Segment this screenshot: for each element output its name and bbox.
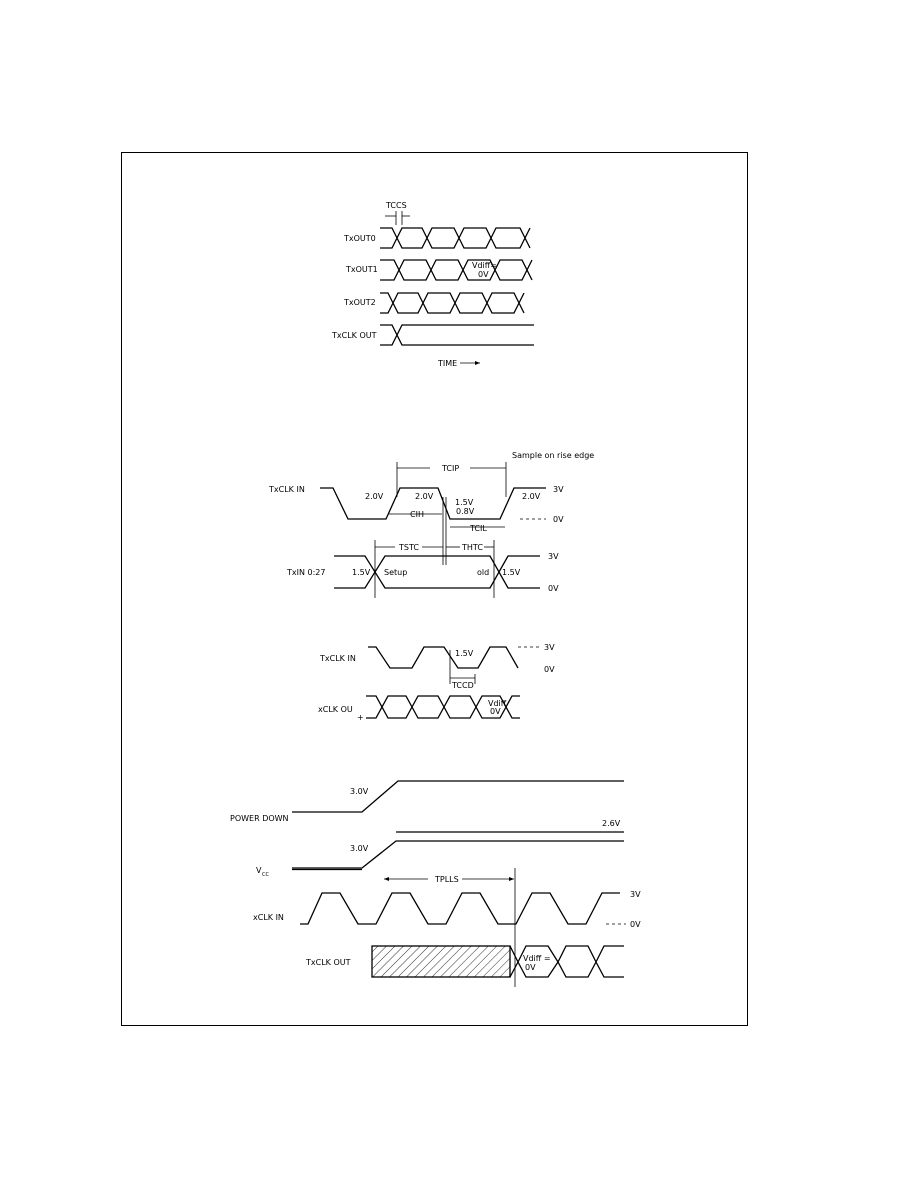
v08-label: 0.8V — [456, 507, 475, 516]
tcil-label: TCIL — [469, 524, 487, 533]
waveform-txout2 — [380, 292, 525, 314]
waveform-txclkout-delay — [366, 695, 520, 719]
waveform-clk-out — [509, 945, 624, 978]
signal-label-txclkout: TxCLK OUT — [331, 331, 377, 340]
vdiff-label-4: Vdiff = — [523, 954, 551, 963]
signal-label-txclkout-2: xCLK OU — [318, 705, 353, 714]
time-label: TIME — [437, 359, 457, 368]
vdiff-zero-label: 0V — [478, 270, 489, 279]
clk-in-label: xCLK IN — [253, 913, 284, 922]
signal-label-txin: TxIN 0:27 — [286, 568, 325, 577]
v30b-label: 3.0V — [350, 844, 369, 853]
v26-label: 2.6V — [602, 819, 621, 828]
vdiff-zero-label-2: 0V — [490, 707, 501, 716]
signal-label-txout1: TxOUT1 — [345, 265, 378, 274]
signal-label-txout0: TxOUT0 — [343, 234, 376, 243]
diagram-pll-lock: POWER DOWN 3.0V 2.6V 3.0V V CC TPLLS xCL… — [230, 780, 641, 987]
v15-label-2: 1.5V — [455, 649, 474, 658]
setup-label: Setup — [384, 568, 407, 577]
0v-label-2: 0V — [544, 665, 555, 674]
plus-label: + — [357, 713, 364, 722]
3v-label-4: 3V — [630, 890, 641, 899]
v20b-label: 2.0V — [415, 492, 434, 501]
diagram-channel-skew: TCCS TxOUT0 TxOUT1 TxOUT2 TxCLK OUT Vdif… — [331, 201, 534, 368]
v15-right-label: 1.5V — [502, 568, 521, 577]
0v-b-label: 0V — [548, 584, 559, 593]
signal-label-txout2: TxOUT2 — [343, 298, 376, 307]
3v-label: 3V — [553, 485, 564, 494]
vdiff-zero-label-4: 0V — [525, 963, 536, 972]
waveform-txclkout — [380, 324, 534, 346]
waveform-power-down — [292, 780, 624, 813]
tstc-label: TSTC — [398, 543, 419, 552]
vdiff-label-2: Vdiff — [488, 699, 507, 708]
diagram-setup-hold: Sample on rise edge TCIP TxCLK IN 2.0V 2… — [268, 451, 594, 598]
waveform-txout0 — [380, 227, 531, 249]
tccd-label: TCCD — [451, 681, 474, 690]
vcc-label: V — [256, 866, 262, 875]
sample-label: Sample on rise edge — [512, 451, 594, 460]
vcc-sub-label: CC — [262, 872, 269, 878]
waveform-clk-in — [300, 892, 620, 925]
tcip-label: TCIP — [441, 464, 459, 473]
v20c-label: 2.0V — [522, 492, 541, 501]
figure-frame — [121, 152, 748, 1026]
v15-label: 1.5V — [455, 498, 474, 507]
waveform-txclkin-delay — [368, 646, 519, 669]
clk-out-label: TxCLK OUT — [305, 958, 351, 967]
signal-label-txclkin: TxCLK IN — [268, 485, 305, 494]
waveform-txclkin-setup — [320, 487, 546, 520]
diagram-clock-delay: TxCLK IN 1.5V 3V 0V TCCD xCLK OU + Vdiff… — [318, 643, 555, 722]
unlocked-region — [371, 945, 511, 978]
power-down-label: POWER DOWN — [230, 814, 289, 823]
signal-label-txclkin-2: TxCLK IN — [319, 654, 356, 663]
waveform-txout1 — [380, 259, 533, 281]
0v-label: 0V — [553, 515, 564, 524]
tplls-label: TPLLS — [434, 875, 459, 884]
waveform-vcc — [292, 840, 624, 869]
vdiff-label: Vdiff= — [472, 261, 497, 270]
tccs-label: TCCS — [385, 201, 407, 210]
0v-label-4: 0V — [630, 920, 641, 929]
v20a-label: 2.0V — [365, 492, 384, 501]
3v-label-2: 3V — [544, 643, 555, 652]
waveform-txin — [334, 555, 540, 589]
v15-left-label: 1.5V — [352, 568, 371, 577]
3v-b-label: 3V — [548, 552, 559, 561]
v30a-label: 3.0V — [350, 787, 369, 796]
tcih-label: CIH — [410, 510, 424, 519]
hold-label: old — [477, 568, 489, 577]
thtc-label: THTC — [461, 543, 483, 552]
